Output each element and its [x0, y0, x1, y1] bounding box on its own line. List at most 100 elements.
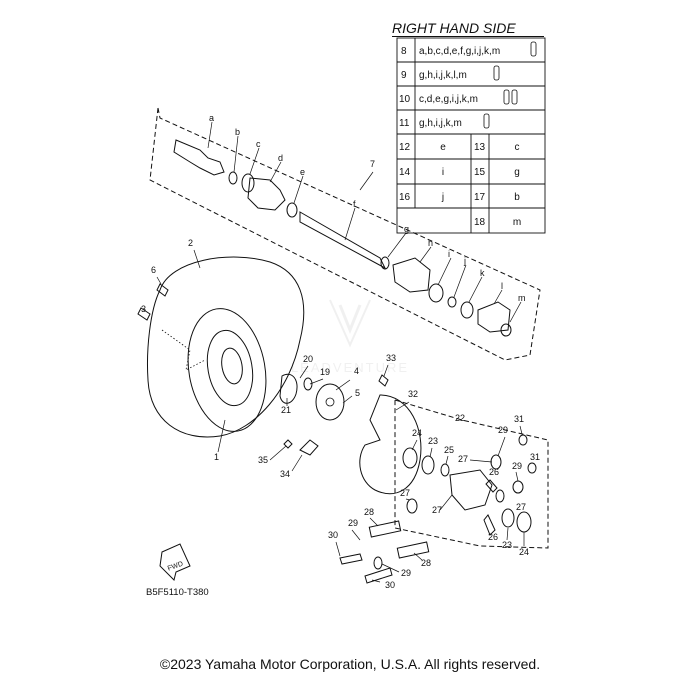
- title-underline: [392, 36, 544, 37]
- svg-text:i: i: [442, 167, 444, 178]
- table-row-16-17: 16 j 17 b: [399, 192, 520, 203]
- sealant-tube-icon: [483, 113, 490, 129]
- washer-19: [303, 377, 313, 391]
- svg-text:l: l: [501, 281, 503, 291]
- nut-31b: [527, 462, 537, 474]
- svg-text:e: e: [300, 167, 305, 177]
- svg-text:j: j: [463, 256, 466, 266]
- svg-text:14: 14: [399, 167, 411, 178]
- fwd-label: FWD: [167, 561, 184, 573]
- nut-31a: [518, 434, 528, 446]
- svg-text:34: 34: [280, 469, 290, 479]
- band-c: [241, 173, 255, 193]
- boot-d: [247, 177, 286, 211]
- svg-text:27: 27: [400, 488, 410, 498]
- wheel-rim: [187, 308, 267, 432]
- table-row-18: 18 m: [474, 217, 521, 228]
- svg-text:2: 2: [188, 238, 193, 248]
- bearing-24b: [516, 511, 532, 533]
- svg-text:26: 26: [489, 467, 499, 477]
- svg-text:d: d: [278, 153, 283, 163]
- svg-text:k: k: [480, 268, 485, 278]
- shaft-callouts: a b c d e f 7 g h i j k l m: [207, 113, 526, 323]
- watermark-logo: LEADVENTURE: [291, 299, 409, 375]
- valve-3: [137, 307, 151, 321]
- row-8-number: 8: [401, 46, 407, 57]
- watermark-text: LEADVENTURE: [291, 360, 409, 375]
- svg-text:a: a: [209, 113, 214, 123]
- svg-text:4: 4: [354, 366, 359, 376]
- seal-23b: [501, 508, 515, 528]
- fwd-arrow: FWD: [159, 543, 191, 581]
- circlip-g: [380, 256, 390, 270]
- bolt-33: [378, 374, 389, 387]
- svg-text:c: c: [256, 139, 261, 149]
- svg-text:g: g: [404, 224, 409, 234]
- knuckle: [449, 469, 493, 511]
- svg-text:c: c: [515, 142, 520, 153]
- svg-text:6: 6: [151, 265, 156, 275]
- svg-text:17: 17: [474, 192, 486, 203]
- collar-27c: [406, 498, 418, 514]
- sealant-tube-icon: [503, 89, 510, 105]
- svg-text:19: 19: [320, 367, 330, 377]
- svg-text:30: 30: [328, 530, 338, 540]
- pin-26b: [483, 514, 496, 536]
- svg-text:28: 28: [421, 558, 431, 568]
- svg-text:24: 24: [412, 428, 422, 438]
- part-number-callouts: 2 6 3 1 20 19 21 4 5 33 32 35 34 22 24 2…: [141, 238, 540, 590]
- valve-cap-6: [156, 283, 169, 297]
- table-row-9: 9 g,h,i,j,k,l,m: [401, 65, 500, 81]
- row-9-content: g,h,i,j,k,l,m: [419, 70, 467, 81]
- circlip-25: [440, 463, 450, 477]
- svg-text:16: 16: [399, 192, 411, 203]
- band-j: [447, 296, 457, 308]
- copyright-notice: ©2023 Yamaha Motor Corporation, U.S.A. A…: [159, 656, 541, 672]
- sealant-tube-icon: [493, 65, 500, 81]
- svg-text:32: 32: [408, 389, 418, 399]
- svg-text:25: 25: [444, 445, 454, 455]
- row-11-content: g,h,i,j,k,m: [419, 118, 462, 129]
- drive-shaft-parts: [173, 139, 512, 337]
- hub-4: [315, 383, 345, 421]
- bolt-35: [283, 439, 293, 449]
- spacer-28b: [396, 541, 430, 559]
- drive-shaft-assembly-outline: [149, 107, 541, 361]
- svg-text:27: 27: [458, 454, 468, 464]
- svg-text:18: 18: [474, 217, 486, 228]
- svg-text:13: 13: [474, 142, 486, 153]
- svg-text:20: 20: [303, 354, 313, 364]
- cv-joint-outer: [173, 139, 225, 176]
- knuckle-assembly-outline: [394, 399, 549, 549]
- collar-29: [512, 480, 524, 494]
- svg-text:31: 31: [530, 452, 540, 462]
- svg-text:3: 3: [141, 304, 146, 314]
- collar-27b: [495, 489, 505, 503]
- table-row-14-15: 14 i 15 g: [399, 167, 520, 178]
- cv-joint-inner-l: [477, 301, 511, 333]
- svg-text:33: 33: [386, 353, 396, 363]
- svg-text:35: 35: [258, 455, 268, 465]
- washer-29c: [373, 556, 383, 570]
- table-row-11: 11 g,h,i,j,k,m: [399, 113, 490, 129]
- svg-text:g: g: [514, 167, 520, 178]
- parts-table: [396, 37, 546, 234]
- svg-text:m: m: [513, 217, 521, 228]
- svg-text:5: 5: [355, 388, 360, 398]
- svg-text:26: 26: [488, 532, 498, 542]
- table-row-12-13: 12 e 13 c: [399, 142, 520, 153]
- tire-wheel: [147, 256, 305, 438]
- knuckle-parts: [339, 434, 537, 584]
- circlip-b: [228, 171, 238, 185]
- ring-k: [460, 301, 474, 319]
- svg-text:i: i: [448, 249, 450, 259]
- circlip-m: [500, 323, 512, 337]
- svg-text:b: b: [514, 192, 520, 203]
- table-row-10: 10 c,d,e,g,i,j,k,m: [399, 89, 518, 105]
- svg-text:29: 29: [498, 425, 508, 435]
- svg-text:h: h: [428, 238, 433, 248]
- sealant-tube-icon: [511, 89, 518, 105]
- hub-cap-21: [279, 373, 298, 404]
- row-10-number: 10: [399, 94, 411, 105]
- spacer-28a: [368, 520, 402, 538]
